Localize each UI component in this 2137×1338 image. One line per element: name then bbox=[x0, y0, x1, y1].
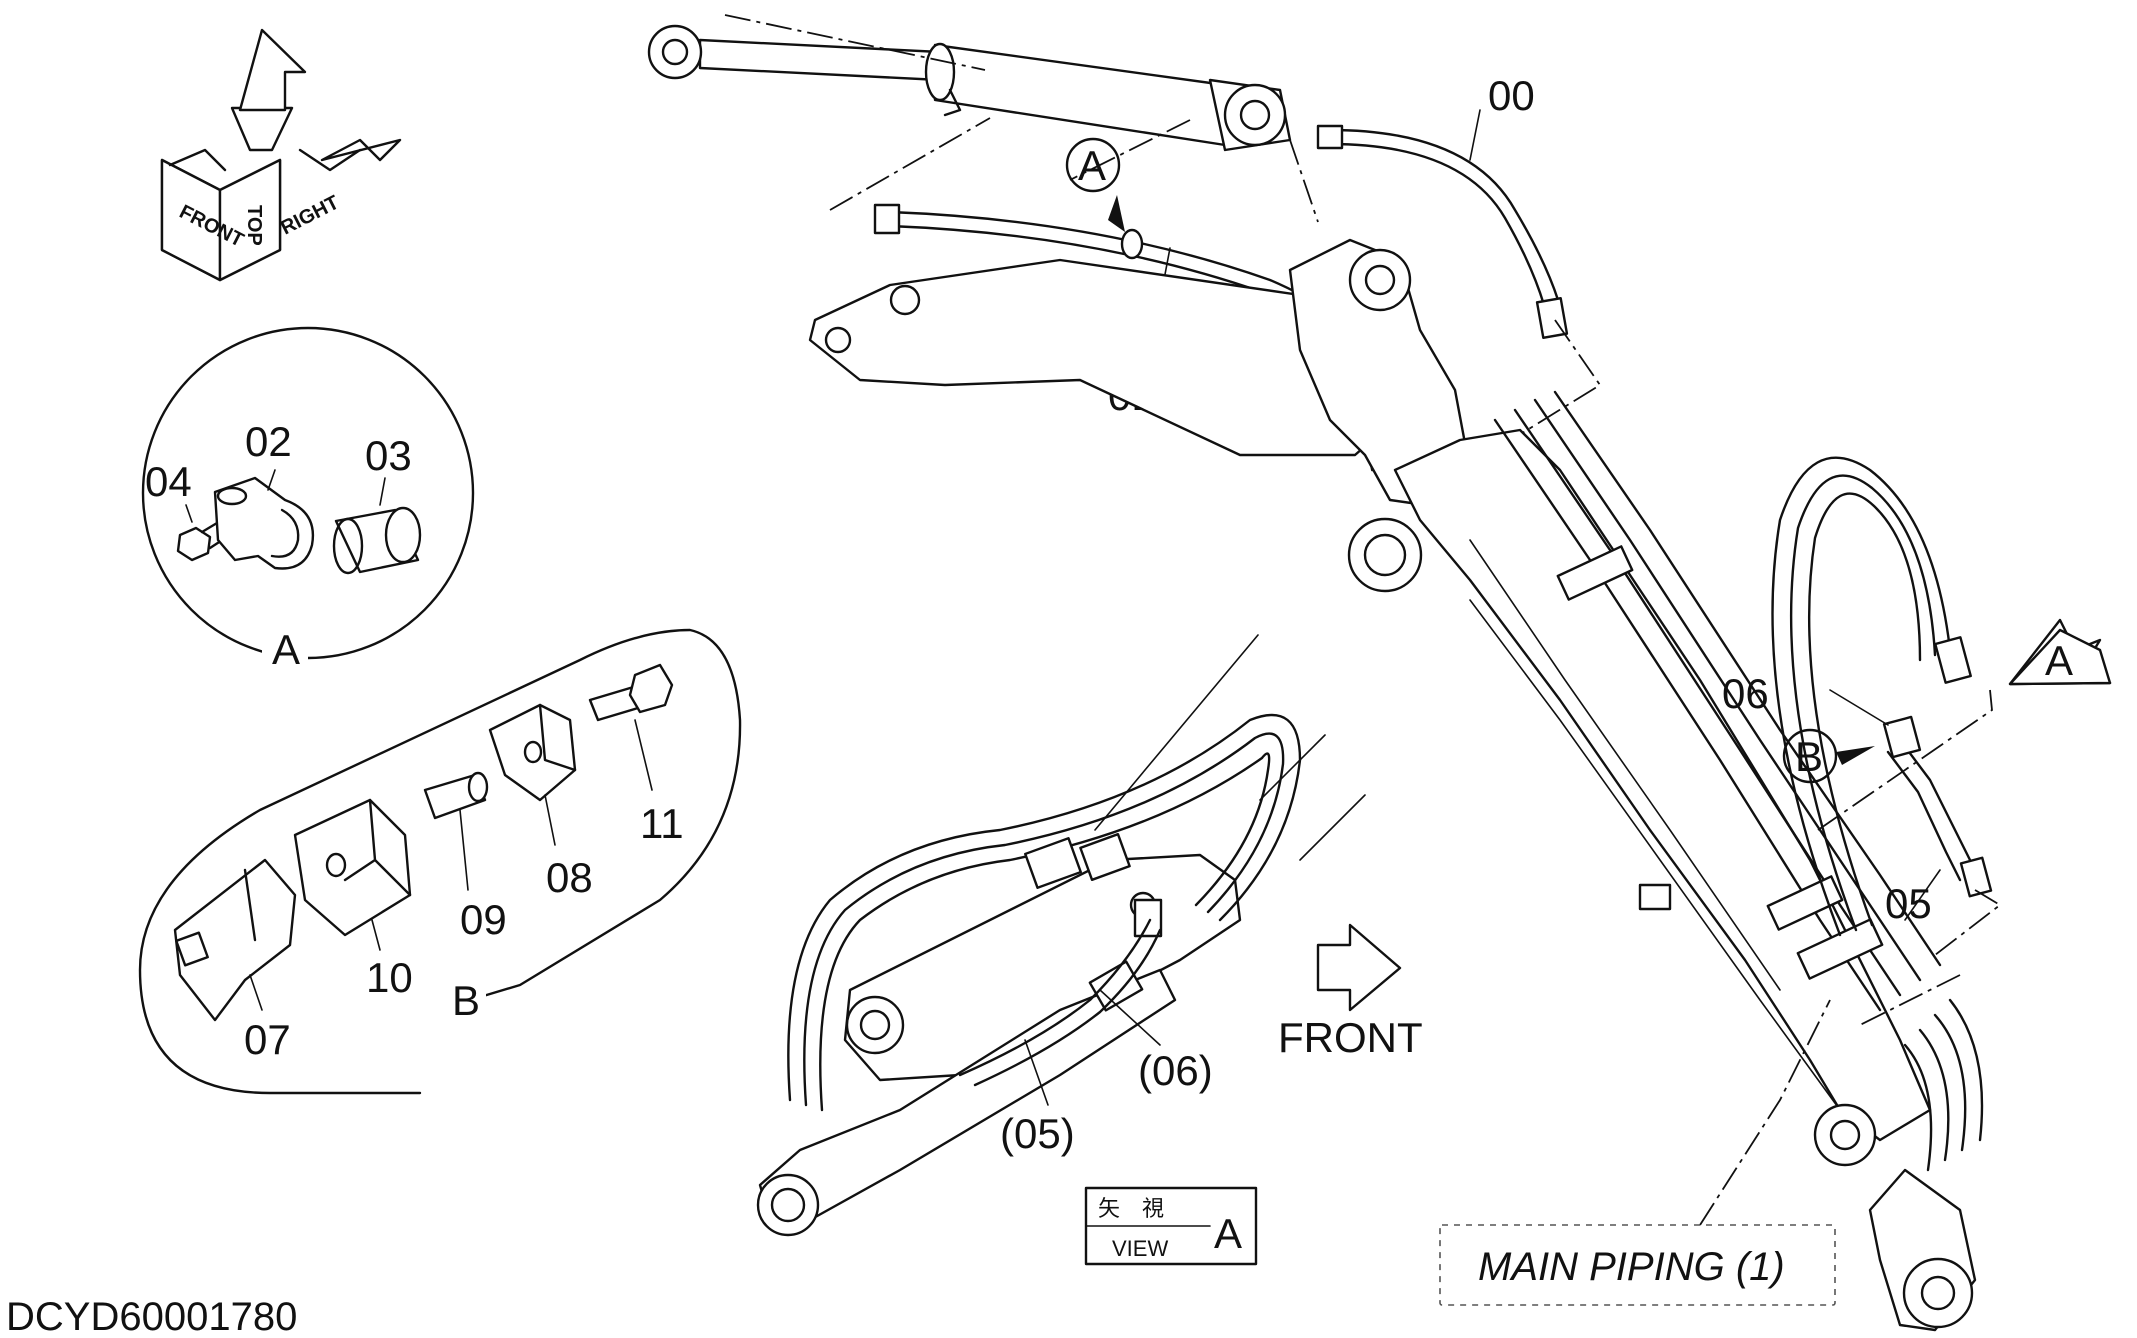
view-arrow-a-letter: A bbox=[2045, 637, 2073, 684]
callout-00: 00 bbox=[1488, 72, 1535, 119]
callout-paren-06: (06) bbox=[1138, 1047, 1213, 1094]
sleeve-09-shape bbox=[423, 771, 489, 820]
view-box-kanji: 矢 視 bbox=[1098, 1196, 1164, 1221]
bolt-11-shape bbox=[588, 663, 674, 722]
detail-a: A 04 02 03 bbox=[141, 326, 475, 673]
callout-08: 08 bbox=[546, 854, 593, 901]
arm-cylinder bbox=[647, 24, 1292, 152]
callout-11: 11 bbox=[640, 800, 684, 847]
block-10-shape bbox=[293, 798, 412, 937]
main-piping-box: MAIN PIPING (1) bbox=[1439, 1224, 1836, 1306]
marker-b: B bbox=[1782, 728, 1875, 784]
hose-05-06-area: 06 05 bbox=[1722, 670, 2002, 956]
view-arrow-a: A bbox=[2008, 618, 2112, 686]
orientation-top-label: TOP bbox=[243, 205, 265, 246]
boom bbox=[808, 238, 1984, 1332]
view-box-view: VIEW bbox=[1112, 1236, 1168, 1261]
detail-a-letter: A bbox=[272, 626, 300, 673]
front-label: FRONT bbox=[1278, 1014, 1423, 1061]
block-08-shape bbox=[488, 703, 577, 802]
sleeve-03-shape bbox=[332, 506, 422, 575]
document-id: DCYD60001780 bbox=[6, 1295, 297, 1338]
bracket-07-shape bbox=[173, 858, 297, 1022]
callout-03: 03 bbox=[365, 432, 412, 479]
detail-b-letter: B bbox=[452, 977, 480, 1024]
callout-05: 05 bbox=[1885, 880, 1932, 927]
view-box-letter: A bbox=[1214, 1210, 1242, 1257]
callout-04: 04 bbox=[145, 458, 192, 505]
main-piping-label: MAIN PIPING (1) bbox=[1478, 1245, 1785, 1289]
front-arrow: FRONT bbox=[1278, 923, 1423, 1061]
marker-b-letter: B bbox=[1795, 733, 1823, 780]
callout-paren-05: (05) bbox=[1000, 1110, 1075, 1157]
clamp-02-shape bbox=[213, 476, 315, 570]
callout-10: 10 bbox=[366, 954, 413, 1001]
orientation-icon: FRONT TOP RIGHT bbox=[160, 28, 402, 282]
view-a-box: 矢 視 VIEW A bbox=[1084, 1186, 1258, 1266]
callout-06: 06 bbox=[1722, 670, 1769, 717]
detail-b: B 07 bbox=[138, 628, 742, 1095]
marker-a: A bbox=[1065, 137, 1125, 232]
callout-02: 02 bbox=[245, 418, 292, 465]
callout-09: 09 bbox=[460, 896, 507, 943]
orientation-right-label: RIGHT bbox=[277, 192, 342, 240]
view-a-inset: (06) (05) bbox=[756, 634, 1366, 1237]
callout-07: 07 bbox=[244, 1016, 291, 1063]
marker-a-letter: A bbox=[1078, 142, 1106, 189]
